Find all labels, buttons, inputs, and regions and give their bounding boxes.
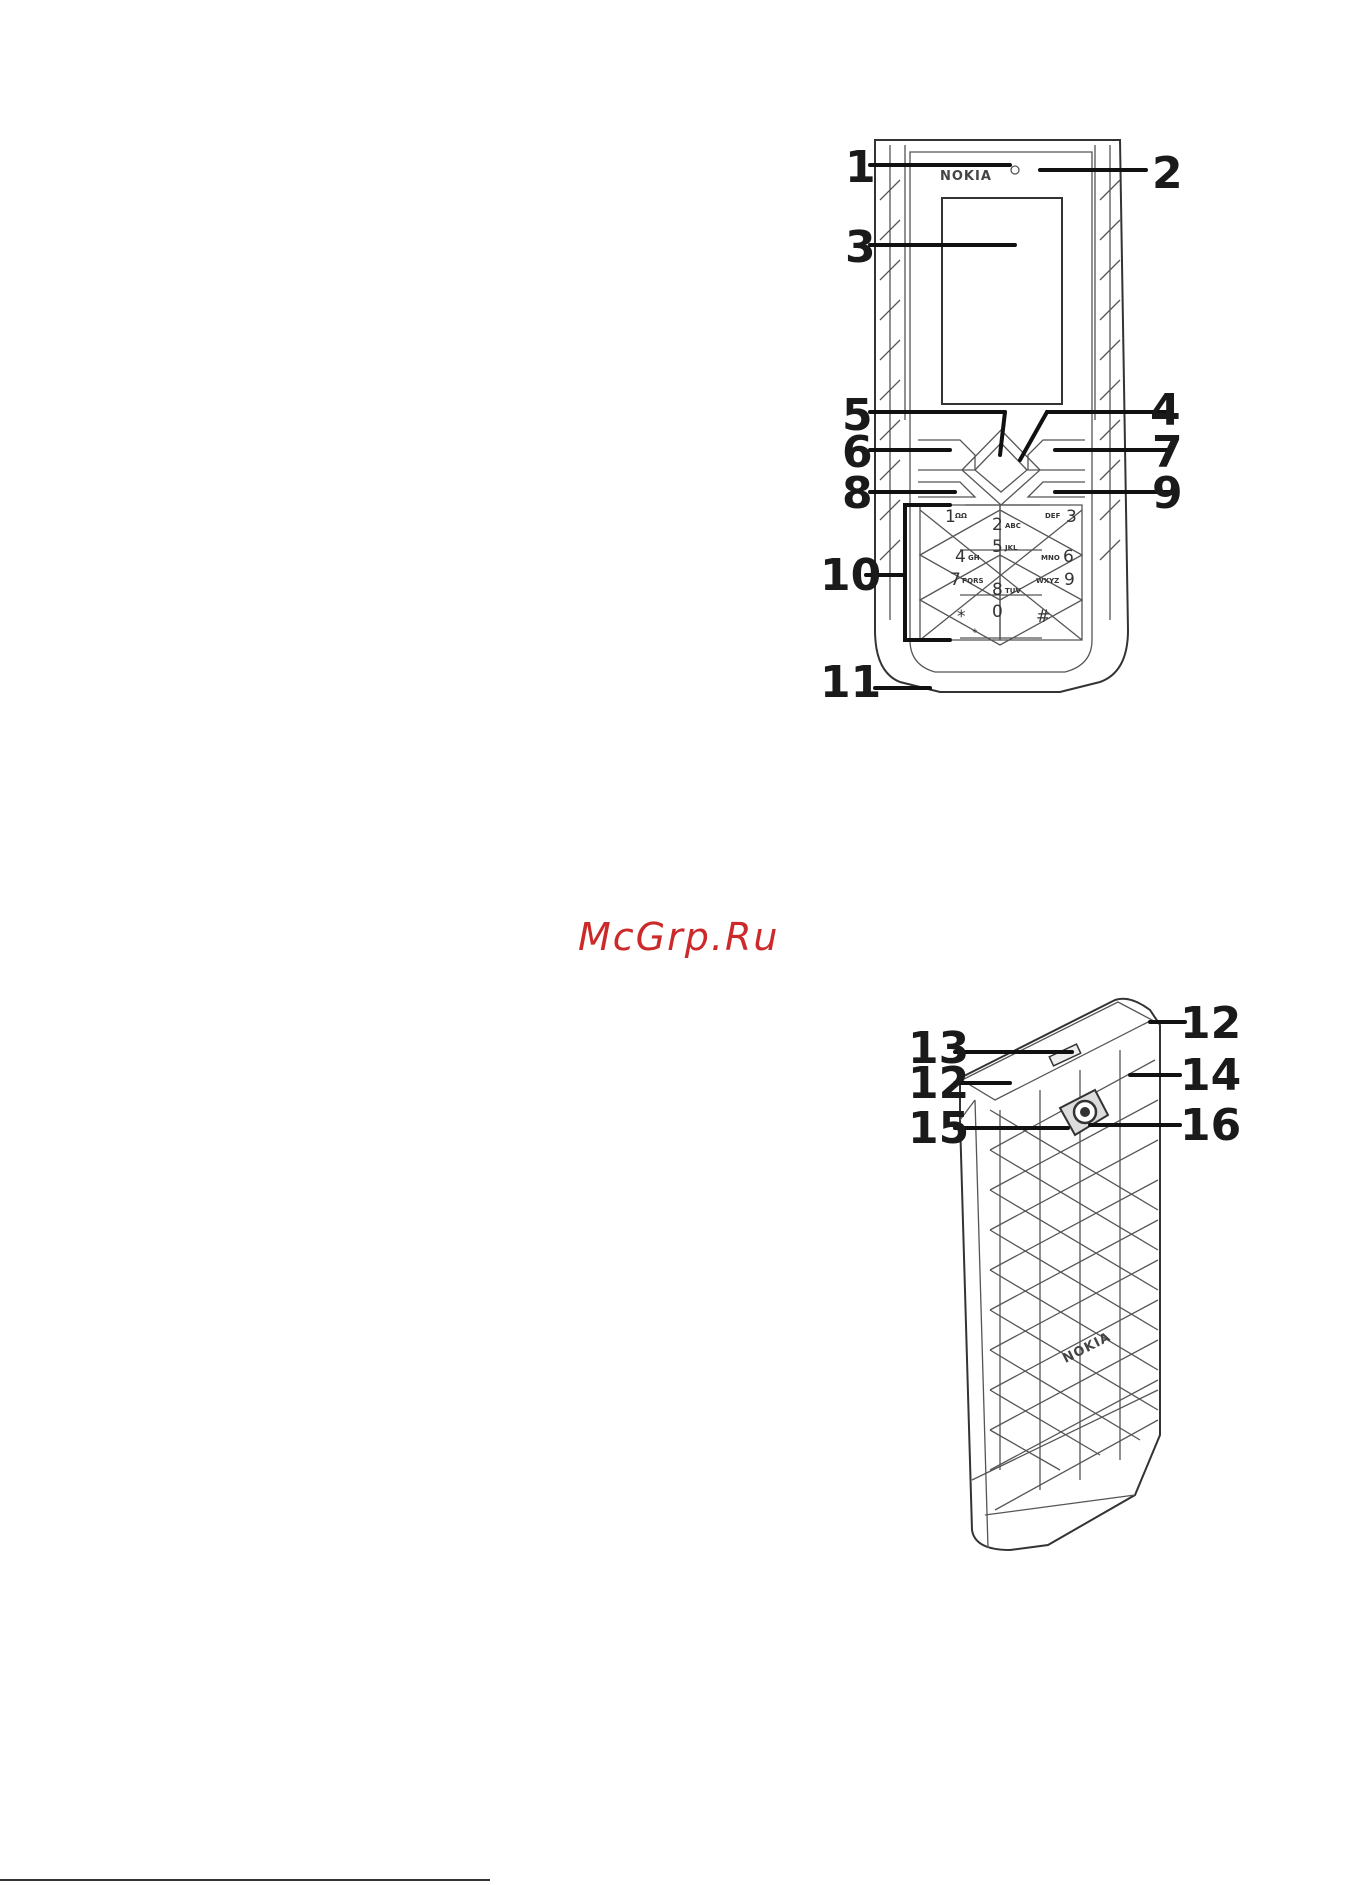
key-9: 9: [1064, 570, 1075, 590]
callout-12-top: 12: [1180, 998, 1241, 1049]
callout-9: 9: [1152, 468, 1183, 519]
key-3: 3: [1066, 507, 1077, 527]
key-7-sub: PQRS: [962, 577, 984, 585]
display-screen: [942, 198, 1062, 404]
key-6: 6: [1063, 547, 1074, 567]
front-brand-logo: NOKIA: [940, 169, 992, 184]
callout-8: 8: [842, 468, 873, 519]
callout-10: 10: [820, 550, 881, 601]
key-5: 5: [992, 537, 1003, 557]
key-hash: #: [1036, 607, 1050, 627]
key-4: 4: [955, 547, 966, 567]
key-4-sub: GH: [968, 554, 980, 562]
watermark-text: McGrp.Ru: [578, 915, 779, 959]
key-8: 8: [992, 580, 1003, 600]
key-7: 7: [950, 570, 961, 590]
callout-12-side: 12: [908, 1058, 969, 1109]
key-star: *: [957, 607, 966, 627]
back-view: NOKIA 12 13 12 14 15 16: [908, 998, 1241, 1550]
key-5-sub: JKL: [1004, 544, 1018, 552]
callout-3: 3: [845, 222, 876, 273]
key-8-sub: TUV: [1005, 587, 1021, 595]
callout-2: 2: [1152, 148, 1183, 199]
callout-11: 11: [820, 657, 881, 708]
key-9-sub: WXYZ: [1036, 577, 1059, 585]
callout-15: 15: [908, 1103, 969, 1154]
key-3-sub: DEF: [1045, 512, 1061, 520]
key-2: 2: [992, 515, 1003, 535]
key-0: 0: [992, 602, 1003, 622]
key-6-sub: MNO: [1041, 554, 1060, 562]
key-1-sub: ΩΩ: [955, 512, 967, 520]
key-star-sub: +: [972, 627, 978, 635]
callout-16: 16: [1180, 1100, 1241, 1151]
callout-1: 1: [845, 142, 876, 193]
callout-14: 14: [1180, 1050, 1241, 1101]
key-2-sub: ABC: [1005, 522, 1021, 530]
front-view: NOKIA 1 ΩΩ 2 ABC 3 DEF 4 GH 5 JKL 6 MNO …: [820, 140, 1183, 708]
